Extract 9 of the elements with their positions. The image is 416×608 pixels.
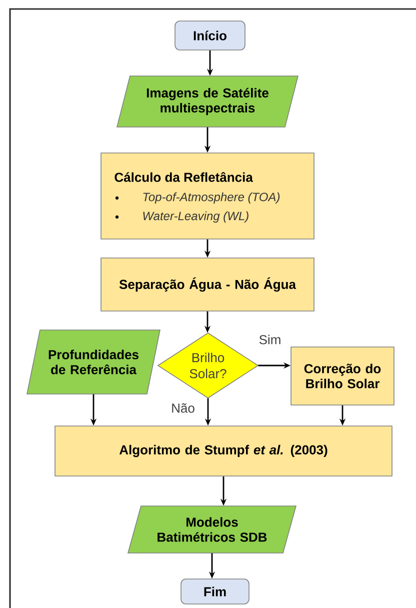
terminal-box: Início <box>174 20 246 50</box>
process-box: Correção do Brilho Solar <box>290 346 394 406</box>
process-box: Cálculo da Refletância Top-of-Atmosphere (TOA) Water-Leaving (WL) <box>100 152 314 240</box>
process-box: Algoritmo de Stumpf et al. (2003) <box>54 426 392 476</box>
data-parallelogram: Profundidades de Referência <box>26 330 160 394</box>
edge-label: Não <box>170 402 196 414</box>
terminal-box: Fim <box>180 578 250 604</box>
process-box: Separação Água - Não Água <box>100 258 314 312</box>
edge-label: Sim <box>257 333 283 346</box>
